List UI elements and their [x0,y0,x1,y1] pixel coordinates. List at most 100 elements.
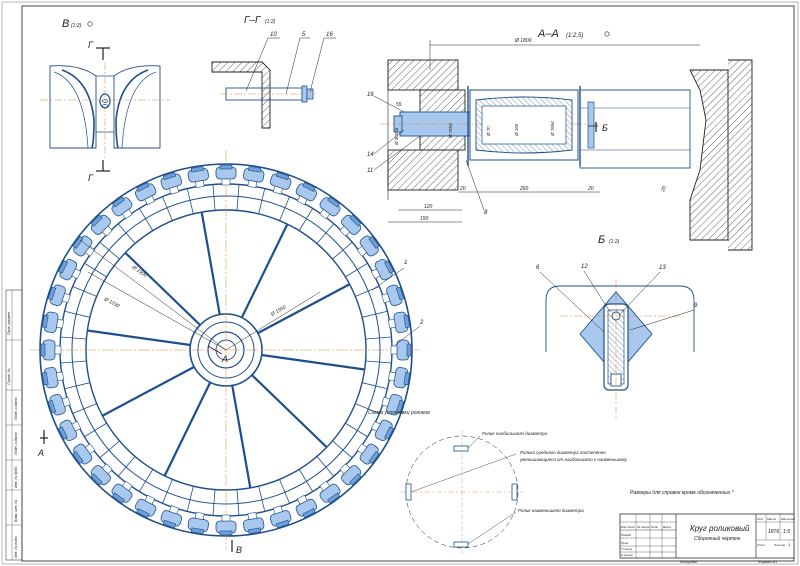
leader-wheel-1: 1 [404,260,407,266]
side-stamp: Перв. примен. Справ. № Подп. и дата Инв.… [5,289,23,561]
stamp-text-7: Инв. № подл. [14,536,18,558]
rim-segment-divider [84,422,107,438]
rim-segment-divider [332,241,353,260]
rim-segment-divider [72,403,97,414]
leader-bb-12: 12 [581,264,588,270]
rim-segment-divider [258,486,266,512]
rim-segment-divider [345,262,368,278]
tb-row-6: Т.контр [621,547,633,551]
dim-aa-1800: Ø 1800 [514,38,532,44]
roller [47,284,71,307]
leader-bb-13: 13 [659,265,666,271]
roller [72,235,96,257]
view-b-title: В [62,18,69,30]
roller [72,443,96,465]
rim-segment-divider [117,456,136,477]
rim-segment-divider [99,241,120,260]
tb-scale-value: 1:5 [783,529,790,535]
roller [319,480,341,504]
roller [187,165,209,189]
leader-aa-14: 14 [367,152,374,158]
rim-segment-divider [355,403,380,414]
tb-row-3: Дата [662,525,671,529]
tb-format: Формат А1 [758,560,777,564]
roller [215,514,237,536]
leader-bb-6: 6 [536,265,540,271]
roller-wheel: Ø 1900 Ø 1030 Ø 1550 1 2 А А В [30,150,424,555]
roller [40,339,62,361]
leader-aa-8: 8 [484,210,488,216]
roller [356,235,380,257]
view-gg: Г–Г (1:2) 10 5 16 [211,15,336,129]
wheel-rollers [40,164,412,536]
rim-segment-divider [316,456,335,477]
roller [90,463,113,486]
inner-frame [21,5,795,562]
dim-aa-76h6b: Ø 76h6 [550,121,555,137]
dim-aa-70: Ø 70 [486,126,491,137]
leader-wheel-2: 2 [419,320,424,326]
view-b-scale: (1:2) [71,23,82,29]
roller [381,393,405,416]
roller [295,494,318,518]
section-v-bottom: В [236,545,242,555]
rim-segment-divider [365,360,392,364]
stamp-text-1: Перв. примен. [7,311,11,335]
rim-segment-divider [64,310,90,318]
section-aa: А–А (1:2,5) Ø 1800 Б 55 [367,28,753,251]
roller [90,214,113,237]
dim-aa-76h6a: Ø 76h6 [448,123,453,139]
wheel-spoke [231,385,252,489]
scheme-note-small: Ролик наименьшего диаметра [518,508,584,513]
stamp-text-3: Подп. и дата [14,433,18,456]
roller [269,505,292,529]
scheme-note-large: Ролик наибольшего диаметра [482,431,547,436]
rim-segment-divider [138,208,154,231]
dim-aa-120: 120 [424,204,433,210]
rim-segment-divider [186,486,194,512]
leader-gg-16: 16 [326,32,333,38]
tb-name-2: Сборочный чертеж [694,535,741,542]
rim-segment-divider [64,382,90,390]
roller [370,419,394,442]
rim-segment-divider [298,469,314,492]
roller [41,311,65,333]
tb-row-4: Разраб [621,533,631,537]
rim-segment-divider [162,479,173,504]
rim-segment-divider [332,440,353,459]
rim-segment-divider [162,196,173,221]
section-a-left: А [37,448,44,458]
roller [111,196,133,220]
rim-segment-divider [60,336,87,340]
wheel-spoke [261,353,365,371]
stamp-text-5: Взам. инв. № [14,500,18,522]
roller [381,284,405,307]
roller [41,367,65,389]
view-bb-scale: (1:2) [609,239,620,245]
title-block: Изм Лист № докум Подп Дата Разраб Пров Т… [619,513,795,564]
wheel-spoke [163,381,212,477]
wheel-spoke [240,223,289,319]
general-note: Размеры для справок кроме обозначенных * [630,490,735,496]
tb-sheet-label: Лист [756,543,765,547]
scheme-note-middle-2: уменьшающиеся от наибольшего к наименьше… [519,457,627,462]
roller [134,494,157,518]
rim-segment-divider [72,286,97,297]
dim-aa-300h6: Ø 300h6 [394,127,399,146]
dim-aa-150: 150 [420,216,429,222]
rim-segment-divider [212,489,216,516]
tb-sheets-label: Листов [773,543,785,547]
wheel-spoke [200,211,221,315]
roller [319,196,341,220]
rim-segment-divider [345,422,368,438]
dim-wheel-1550: Ø 1550 [269,304,287,318]
view-bb-title: Б [598,234,605,246]
tb-copied: Копировал [680,560,697,564]
view-aa-scale: (1:2,5) [566,33,583,39]
rim-segment-divider [236,184,240,211]
section-b-right: Б [602,123,608,133]
tb-sheets-value: 1 [788,542,790,547]
view-gg-title: Г–Г [244,15,262,26]
